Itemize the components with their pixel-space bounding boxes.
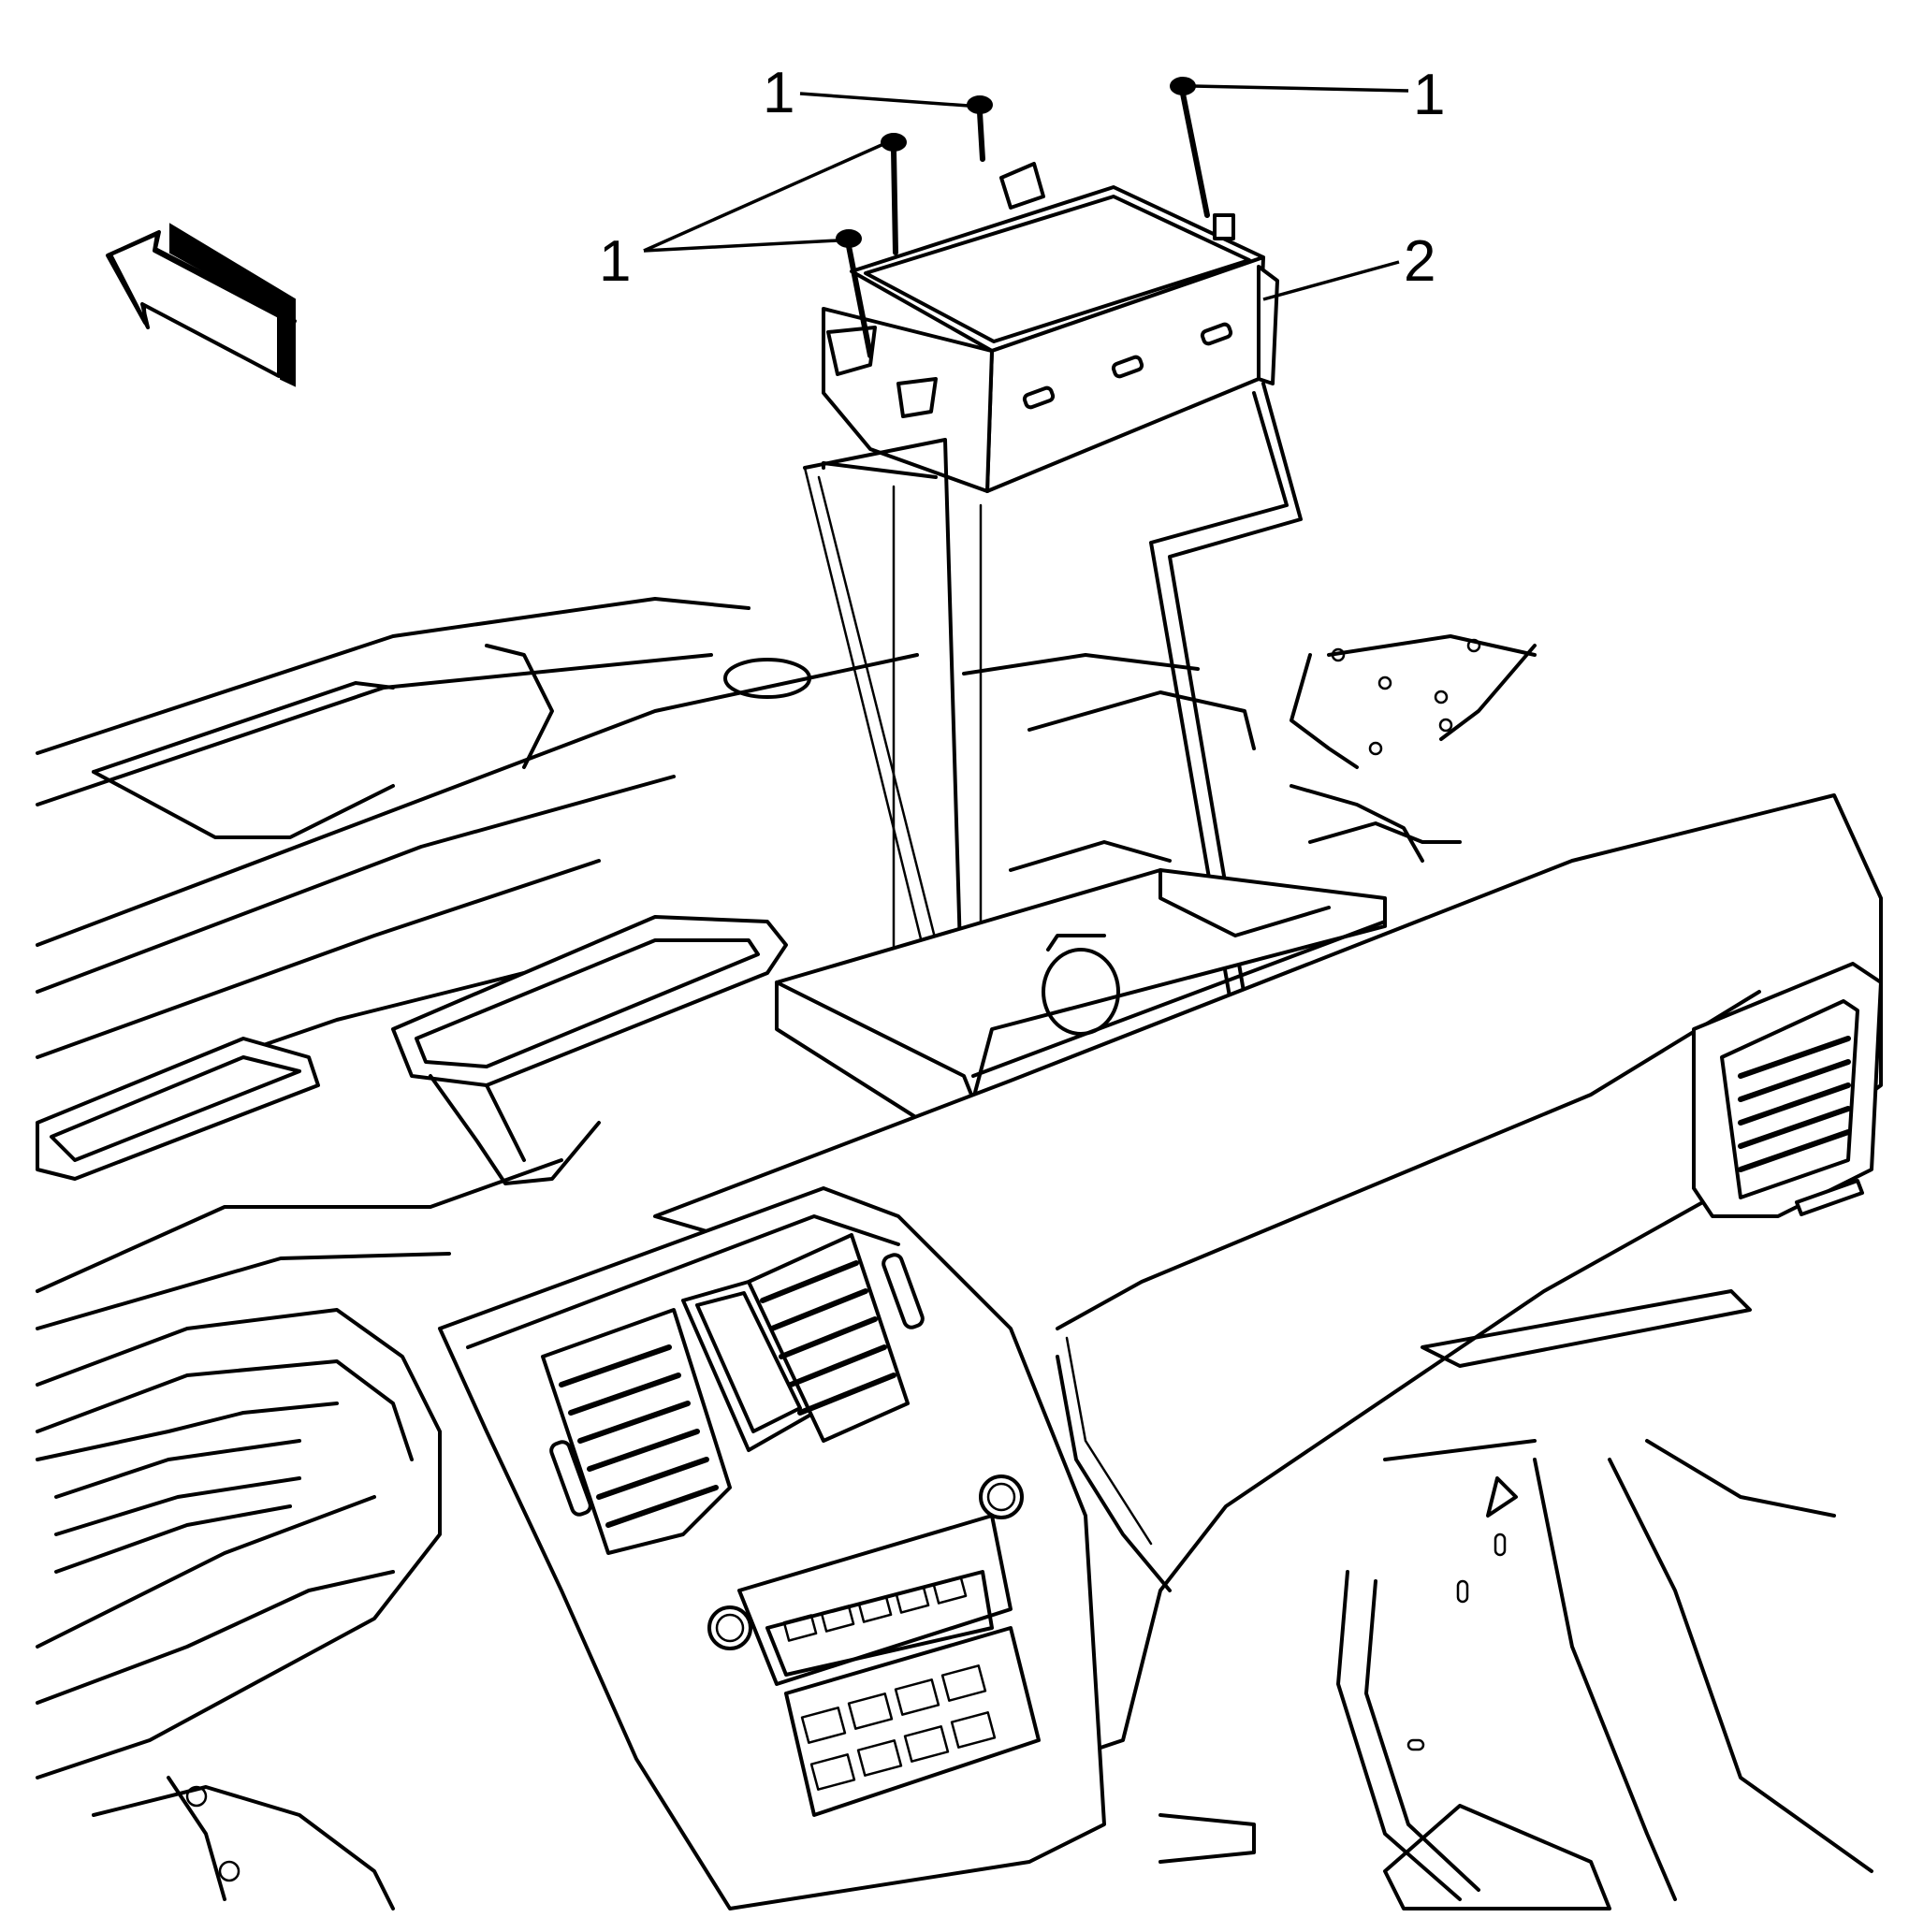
vent-ducts-left <box>36 915 788 1185</box>
callout-1-top-left: 1 <box>763 61 794 125</box>
arrow-up-left-icon <box>106 223 297 387</box>
dash-structure-back <box>36 597 1537 1330</box>
callout-1-top-right: 1 <box>1413 63 1445 127</box>
callout-leaders <box>643 84 1409 301</box>
fastener-top-left <box>967 95 993 162</box>
fastener-mid-left <box>881 133 907 255</box>
right-air-vent <box>1692 962 1883 1218</box>
glovebox-lower <box>1336 1439 1873 1910</box>
module-mount-bracket <box>775 840 1387 1120</box>
fastener-left <box>836 229 873 358</box>
center-stack <box>438 1186 1106 1910</box>
callout-2-module: 2 <box>1404 229 1435 294</box>
cluster-hood <box>36 1308 442 1779</box>
fastener-top-right <box>1170 77 1210 218</box>
lower-left-details <box>92 1776 1256 1910</box>
callout-1-left: 1 <box>599 229 631 294</box>
